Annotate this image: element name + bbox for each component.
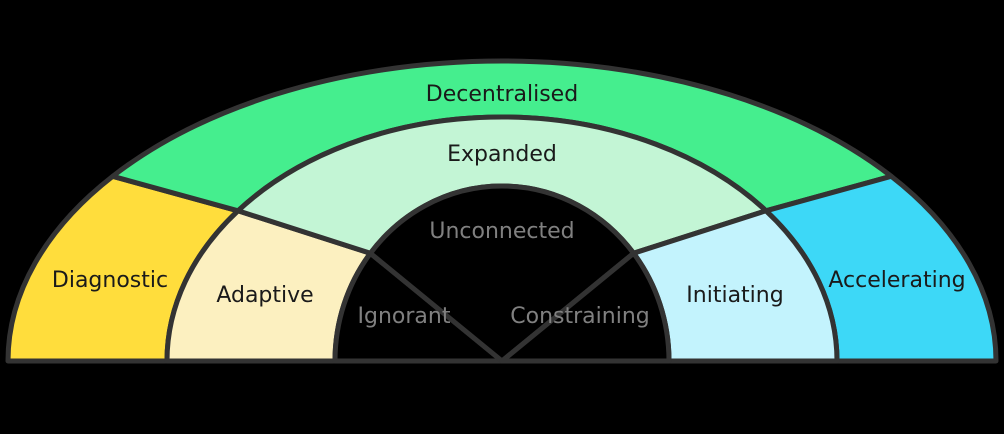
outer-ring-group [5, 58, 999, 364]
segment-unconnected[interactable] [367, 183, 637, 364]
segment-constraining[interactable] [499, 250, 672, 364]
core-ring-group [332, 183, 672, 364]
